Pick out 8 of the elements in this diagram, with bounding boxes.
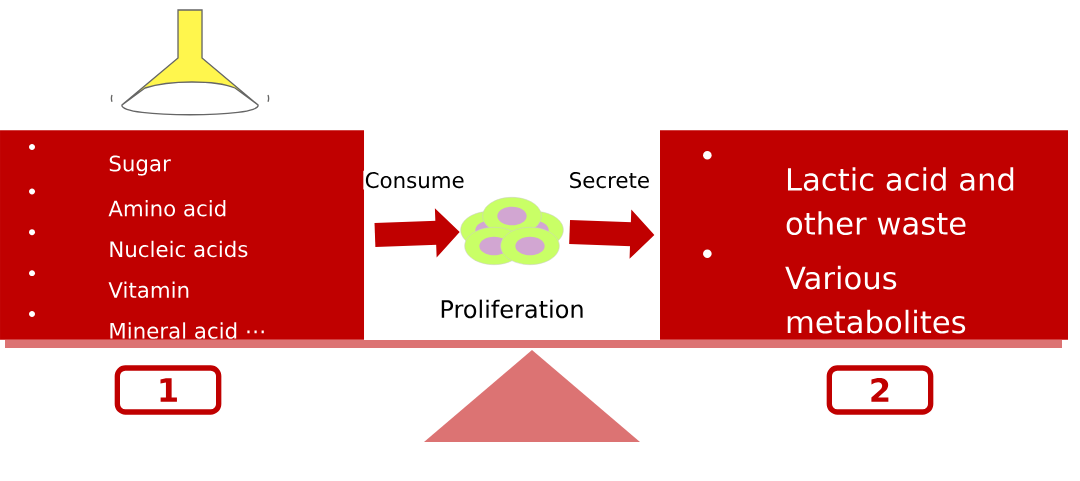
edge-label: Secrete [567, 170, 652, 190]
list-box: Lactic acid and other waste Various metabolites [660, 130, 1068, 340]
number-box: 1 [114, 365, 222, 415]
edge-label: Consume [363, 170, 466, 190]
number-box: 2 [826, 365, 934, 415]
cell-cluster-drawing [460, 197, 564, 265]
list-box: Sugar Amino acid Nucleic acids Vitamin Mineral acid ⋯ [0, 130, 364, 340]
node-label: Proliferation [441, 299, 583, 319]
